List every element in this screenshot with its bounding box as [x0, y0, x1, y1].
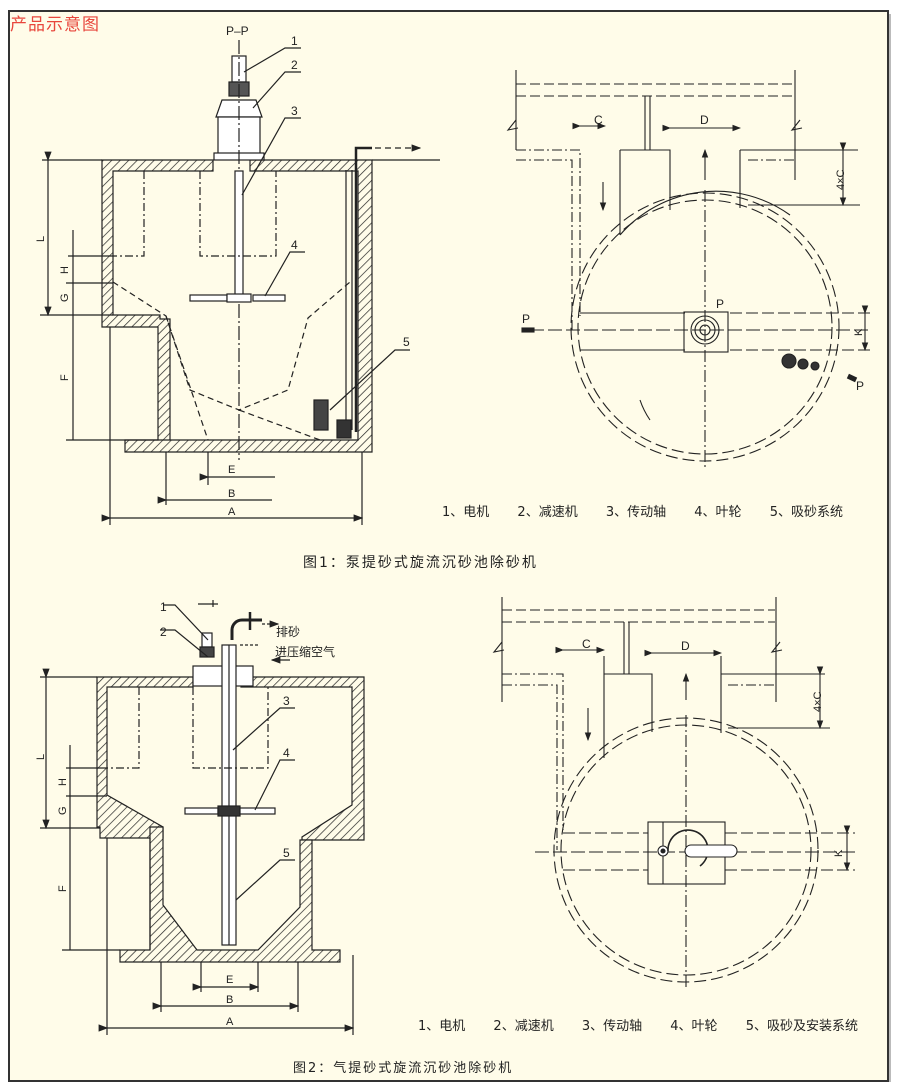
f1-legend-item: 3、传动轴 [605, 505, 667, 520]
f1-dim-B: B [228, 488, 235, 500]
f1-plan-C: C [594, 113, 603, 127]
f1-impeller [189, 294, 228, 302]
f1-plan-D: D [700, 113, 709, 127]
f1-legend-item: 1、电机 [442, 505, 490, 520]
figure1-section-labels: P–P 1 2 3 4 5 L H G F E B A [35, 24, 410, 518]
f2-legend-item: 4、叶轮 [670, 1019, 718, 1034]
figure2-plan-labels: C D 4×C K [582, 637, 845, 857]
f2-legend-item: 1、电机 [418, 1019, 466, 1034]
f2-sand-discharge-label: 排砂 [276, 625, 300, 639]
f1-dim-E: E [228, 464, 235, 476]
f2-dim-G: G [57, 806, 69, 815]
f1-plan-K: K [853, 328, 865, 336]
f1-plan-P-center: P [716, 297, 724, 311]
f2-part-4: 4 [283, 746, 290, 760]
f1-part-4: 4 [291, 238, 298, 252]
f2-dim-F: F [57, 885, 69, 892]
f2-dim-L: L [35, 754, 47, 760]
f1-part-1: 1 [291, 34, 298, 48]
f2-dim-H: H [57, 778, 69, 786]
figure2-section-labels: 1 2 3 4 5 排砂 进压缩空气 L H G F E B A [35, 600, 335, 1028]
f1-dim-L: L [35, 236, 47, 242]
f2-part-3: 3 [283, 694, 290, 708]
f1-pump [313, 399, 329, 431]
f2-plan-K: K [833, 849, 845, 857]
f2-legend-item: 3、传动轴 [581, 1019, 643, 1034]
f2-part-1: 1 [160, 600, 167, 614]
f1-plan-4C: 4×C [835, 169, 847, 190]
f2-part-2: 2 [160, 625, 167, 639]
f2-part-5: 5 [283, 846, 290, 860]
f1-legend-item: 2、减速机 [517, 505, 578, 520]
f2-dim-E: E [226, 974, 233, 986]
f1-part-3: 3 [291, 104, 298, 118]
page-title: 产品示意图 [10, 15, 100, 35]
f1-part-5: 5 [403, 335, 410, 349]
f2-legend-item: 5、吸砂及安装系统 [745, 1019, 858, 1034]
f1-dim-H: H [59, 266, 71, 274]
f1-shaft [234, 170, 244, 297]
f1-part-2: 2 [291, 58, 298, 72]
f1-legend-item: 5、吸砂系统 [769, 505, 843, 520]
f2-dim-B: B [226, 994, 233, 1006]
figure2-plan-view [492, 597, 855, 988]
f1-dim-A: A [228, 506, 236, 518]
f2-plan-C: C [582, 637, 591, 651]
f1-plan-pump [781, 353, 797, 369]
figure1-plan-view [506, 70, 870, 468]
f2-plan-D: D [681, 639, 690, 653]
f1-dim-G: G [59, 293, 71, 302]
f1-legend-item: 4、叶轮 [694, 505, 742, 520]
f2-plan-4C: 4×C [812, 691, 824, 712]
figure1-caption: 图1：泵提砂式旋流沉砂池除砂机 [303, 555, 538, 571]
f1-plan-P-right: P [856, 379, 864, 393]
figure2-section-view [40, 600, 365, 1035]
f1-section-label: P–P [226, 24, 249, 38]
f2-compressed-air-label: 进压缩空气 [275, 644, 335, 659]
f2-legend-item: 2、减速机 [493, 1019, 554, 1034]
figure1-section-view [40, 40, 440, 525]
f1-dim-F: F [59, 374, 71, 381]
f2-impeller [184, 807, 219, 815]
figure1-plan-labels: C D 4×C K P P P [522, 113, 865, 393]
f1-plan-P-left: P [522, 312, 530, 326]
figure1-legend: 1、电机 2、减速机 3、传动轴 4、叶轮 5、吸砂系统 [442, 501, 867, 520]
f2-tank-wall [96, 676, 194, 839]
figure2-caption: 图2：气提砂式旋流沉砂池除砂机 [293, 1061, 514, 1076]
f2-dim-A: A [226, 1016, 234, 1028]
figure2-legend: 1、电机 2、减速机 3、传动轴 4、叶轮 5、吸砂及安装系统 [418, 1015, 882, 1034]
